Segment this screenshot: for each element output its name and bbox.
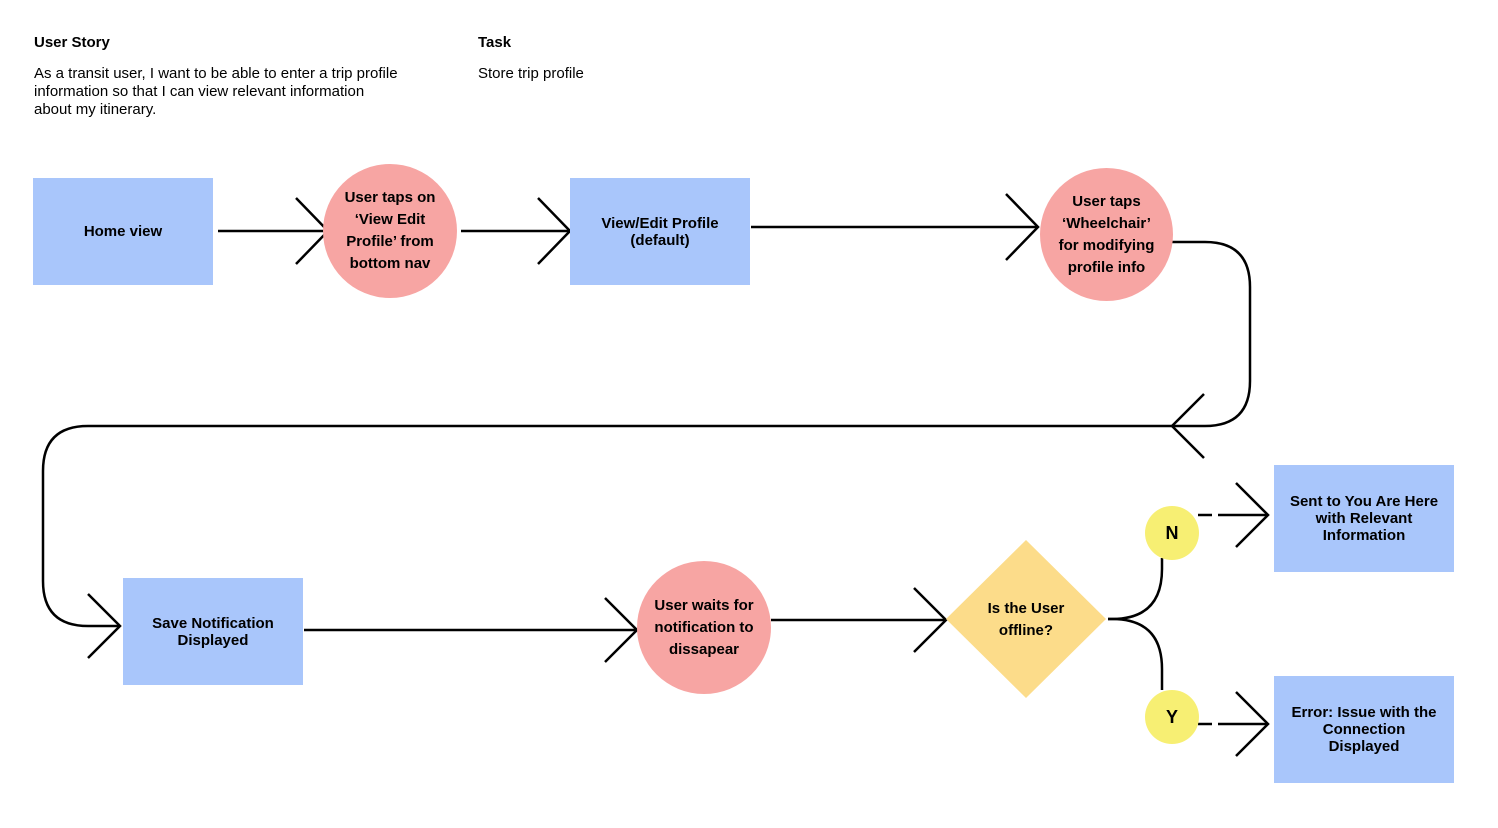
node-save-notification: Save Notification Displayed — [123, 578, 303, 685]
node-tap-view-edit-profile: User taps on ‘View Edit Profile’ from bo… — [323, 164, 457, 298]
node-is-user-offline: Is the User offline? — [987, 600, 1065, 639]
node-sent-you-are-here: Sent to You Are Here with Relevant Infor… — [1274, 465, 1454, 572]
task-heading: Task — [478, 34, 512, 51]
task-text: Store trip profile — [478, 65, 584, 82]
node-error-connection: Error: Issue with the Connection Display… — [1274, 676, 1454, 783]
user-story-text: As a transit user, I want to be able to … — [34, 65, 398, 118]
node-view-edit-profile: View/Edit Profile (default) — [570, 178, 750, 285]
branch-yes-badge: Y — [1145, 690, 1199, 744]
node-tap-wheelchair: User taps ‘Wheelchair’ for modifying pro… — [1040, 168, 1173, 301]
branch-no-badge: N — [1145, 506, 1199, 560]
node-home-view: Home view — [33, 178, 213, 285]
node-wait-notification: User waits for notification to dissapear — [637, 561, 771, 694]
decision-diamond-shape — [946, 540, 1106, 698]
user-story-heading: User Story — [34, 34, 110, 51]
